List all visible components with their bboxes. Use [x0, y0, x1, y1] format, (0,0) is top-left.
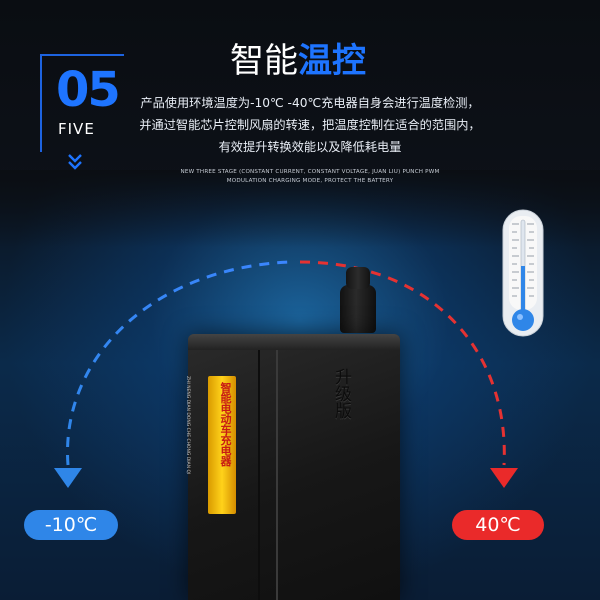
charger-product: 智能电动车充电器 ZHI NENG DIAN DONG CHE CHONG DI…	[185, 334, 400, 600]
charger-ridge	[276, 350, 278, 600]
title-accent: 温控	[298, 41, 366, 81]
english-subtitle: NEW THREE STAGE (CONSTANT CURRENT, CONST…	[180, 168, 440, 186]
sticker-pinyin: ZHI NENG DIAN DONG CHE CHONG DIAN QI	[185, 376, 190, 475]
arrow-down-icon	[54, 468, 82, 488]
header-background	[0, 0, 600, 190]
charger-ridge	[258, 350, 260, 600]
step-number: 05	[56, 62, 121, 118]
thermometer-icon	[502, 209, 544, 337]
hot-arc	[299, 260, 506, 466]
charger-cable	[340, 267, 376, 333]
description: 产品使用环境温度为-10℃ -40℃充电器自身会进行温度检测， 并通过智能芯片控…	[130, 92, 490, 158]
description-line: 并通过智能芯片控制风扇的转速，把温度控制在适合的范围内，	[139, 118, 481, 132]
cold-arc	[66, 260, 291, 466]
english-line: MODULATION CHARGING MODE, PROTECT THE BA…	[226, 178, 394, 184]
low-temperature-badge: -10℃	[24, 510, 118, 540]
sticker-text: 智能电动车充电器	[219, 382, 232, 466]
charger-top-edge	[188, 334, 400, 350]
page-title: 智能温控	[230, 36, 366, 86]
title-prefix: 智能	[230, 41, 298, 81]
arrow-down-icon	[490, 468, 518, 488]
step-badge-frame	[40, 54, 124, 152]
embossed-text: 升级版	[331, 368, 351, 419]
high-temperature-badge: 40℃	[452, 510, 544, 540]
product-sticker: 智能电动车充电器	[208, 376, 236, 514]
double-chevron-down-icon	[68, 154, 82, 170]
english-line: NEW THREE STAGE (CONSTANT CURRENT, CONST…	[180, 169, 440, 175]
description-line: 产品使用环境温度为-10℃ -40℃充电器自身会进行温度检测，	[140, 96, 480, 110]
step-number-word: FIVE	[58, 120, 95, 138]
description-line: 有效提升转换效能以及降低耗电量	[218, 140, 402, 154]
